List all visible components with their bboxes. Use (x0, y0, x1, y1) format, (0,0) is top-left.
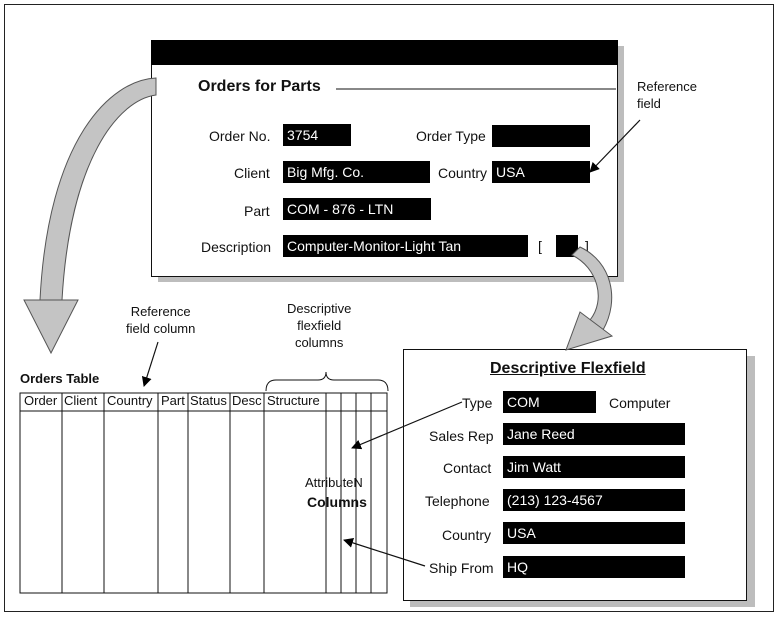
description-field[interactable]: Computer-Monitor-Light Tan (283, 235, 528, 257)
type-to-table-arrow (351, 401, 463, 450)
column-status: Status (190, 393, 227, 408)
columns-label: Columns (305, 494, 369, 511)
flex-type-field[interactable]: COM (503, 391, 596, 413)
reference-field-arrow (589, 119, 641, 173)
orders-table-grid (19, 392, 388, 594)
reference-column-arrow (141, 341, 159, 387)
flex-telephone-label: Telephone (425, 493, 490, 509)
column-client: Client (64, 393, 98, 408)
flexfield-window-title: Descriptive Flexfield (490, 360, 646, 378)
column-structure: Structure (267, 393, 320, 408)
column-order: Order (24, 393, 58, 408)
order-type-label: Order Type (416, 128, 486, 144)
country-field[interactable]: USA (492, 161, 590, 183)
attribute-n-label: AttributeN (303, 474, 365, 491)
flexfield-bracket-right: ] (585, 238, 589, 254)
flex-type-description: Computer (609, 395, 671, 411)
client-label: Client (234, 165, 270, 181)
shipfrom-to-table-arrow (343, 537, 426, 567)
part-label: Part (244, 203, 270, 219)
flex-type-label: Type (462, 395, 493, 411)
flexfield-popup-field[interactable] (556, 235, 578, 257)
flex-sales-rep-label: Sales Rep (429, 428, 494, 444)
reference-field-column-note: Reference field column (126, 304, 196, 336)
flex-contact-field[interactable]: Jim Watt (503, 456, 685, 478)
client-field[interactable]: Big Mfg. Co. (283, 161, 430, 183)
flexfield-columns-brace (265, 371, 389, 392)
description-label: Description (201, 239, 272, 255)
descriptive-flexfield-columns-note: Descriptive flexfield columns (287, 301, 352, 350)
order-type-field[interactable] (492, 125, 590, 147)
flex-sales-rep-field[interactable]: Jane Reed (503, 423, 685, 445)
flex-country-field[interactable]: USA (503, 522, 685, 544)
orders-form-title: Orders for Parts (192, 78, 327, 96)
flex-ship-from-label: Ship From (429, 560, 494, 576)
orders-window-titlebar (151, 40, 618, 65)
column-part: Part (161, 393, 185, 408)
form-to-table-curved-arrow (39, 77, 157, 301)
country-label: Country (438, 165, 488, 181)
reference-field-note: Reference field (637, 79, 697, 111)
orders-table-title: Orders Table (20, 371, 100, 386)
order-no-label: Order No. (209, 128, 271, 144)
order-no-field[interactable]: 3754 (283, 124, 351, 146)
flex-telephone-field[interactable]: (213) 123-4567 (503, 489, 685, 511)
flexfield-bracket-left: [ (538, 238, 542, 254)
flex-ship-from-field[interactable]: HQ (503, 556, 685, 578)
column-desc: Desc (232, 393, 262, 408)
column-country: Country (107, 393, 153, 408)
part-field[interactable]: COM - 876 - LTN (283, 198, 431, 220)
flex-contact-label: Contact (443, 460, 492, 476)
flex-country-label: Country (442, 527, 492, 543)
